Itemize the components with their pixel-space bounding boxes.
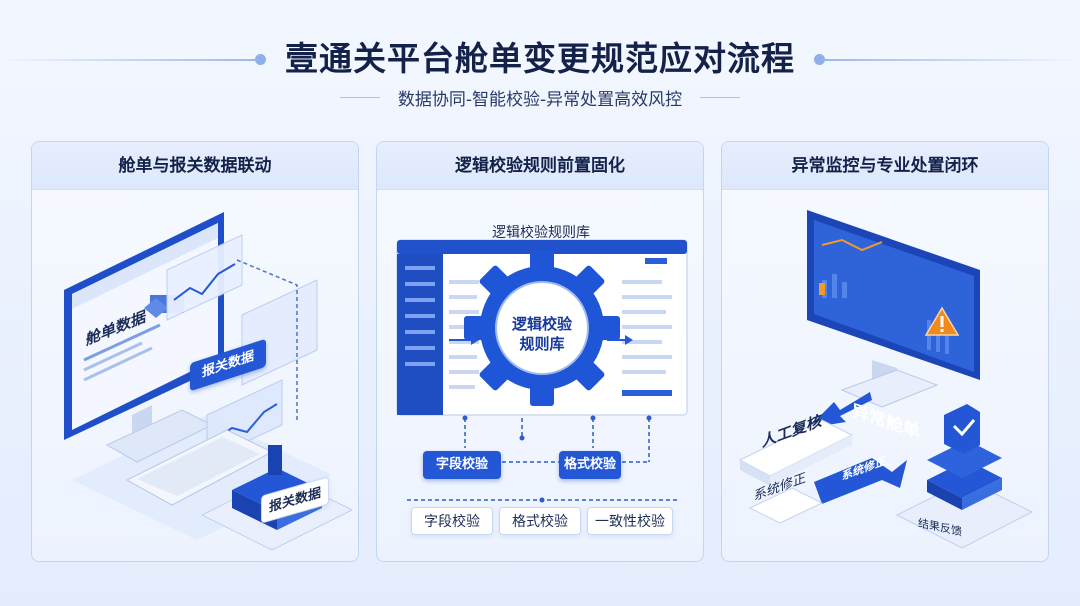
exception-illustration (722, 190, 1049, 562)
panel-data-linkage: 舱单与报关数据联动 (31, 141, 359, 562)
panel-rule-logic: 逻辑校验规则前置固化 逻辑校验规则库 (376, 141, 704, 562)
bottom-tag-consistency: 一致性校验 (587, 507, 673, 535)
bottom-tag-field: 字段校验 (411, 507, 493, 535)
mid-tag-field: 字段校验 (423, 451, 501, 479)
panel-title: 舱单与报关数据联动 (32, 142, 358, 190)
page-subtitle: 数据协同-智能校验-异常处置高效风控 (0, 85, 1080, 110)
shield-check-icon (927, 404, 1002, 510)
computer-monitor-icon (807, 210, 980, 407)
gear-label-line-1: 逻辑校验 (497, 314, 587, 334)
mid-tag-format: 格式校验 (559, 451, 621, 479)
gear-label-line-2: 规则库 (497, 334, 587, 354)
page-title: 壹通关平台舱单变更规范应对流程 (0, 32, 1080, 80)
panel-title: 逻辑校验规则前置固化 (377, 142, 703, 190)
panel-title: 异常监控与专业处置闭环 (722, 142, 1048, 190)
bottom-tag-format: 格式校验 (499, 507, 581, 535)
panel-exception-loop: 异常监控与专业处置闭环 (721, 141, 1049, 562)
header: 壹通关平台舱单变更规范应对流程 数据协同-智能校验-异常处置高效风控 (0, 0, 1080, 130)
gear-label: 逻辑校验 规则库 (497, 314, 587, 354)
